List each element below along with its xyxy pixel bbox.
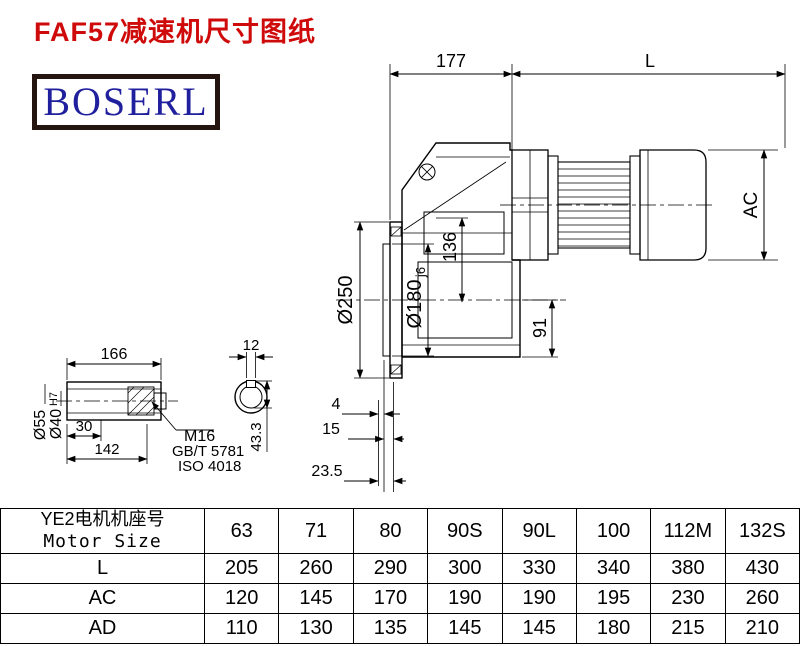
- column-header: 80: [352, 508, 429, 554]
- table-header-row: YE2电机机座号 Motor Size 63 71 80 90S 90L 100…: [0, 508, 800, 554]
- dim-43-3-label: 43.3: [248, 422, 265, 451]
- row-label: AD: [0, 613, 205, 644]
- table-cell: 170: [352, 583, 429, 614]
- dim-dia40-fit-label: H7: [48, 392, 60, 406]
- shaft-end-view: [229, 352, 273, 452]
- oil-plug-icon: [418, 163, 436, 181]
- dim-91-label: 91: [530, 318, 550, 338]
- table-row-L: L 205 260 290 300 330 340 380 430: [0, 553, 800, 584]
- motor-size-header: YE2电机机座号 Motor Size: [0, 508, 205, 554]
- column-header: 100: [575, 508, 652, 554]
- column-header: 63: [203, 508, 280, 554]
- table-row-AD: AD 110 130 135 145 145 180 215 210: [0, 613, 800, 644]
- dim-177-label: 177: [436, 51, 466, 71]
- table-cell: 130: [278, 613, 354, 644]
- page-title: FAF57减速机尺寸图纸: [34, 17, 317, 47]
- table-cell: 215: [650, 613, 726, 644]
- dim-12-label: 12: [243, 337, 260, 354]
- dim-flange-dia-label: Ø250: [335, 276, 357, 325]
- table-cell: 205: [203, 553, 280, 584]
- dim-l-label: L: [645, 51, 655, 71]
- dimension-table: YE2电机机座号 Motor Size 63 71 80 90S 90L 100…: [0, 508, 800, 644]
- motor-size-header-cn: YE2电机机座号: [40, 509, 165, 530]
- column-header: 90L: [501, 508, 577, 554]
- brand-logo: BOSERL: [32, 74, 220, 130]
- column-header: 71: [278, 508, 354, 554]
- table-cell: 290: [352, 553, 429, 584]
- table-cell: 190: [501, 583, 577, 614]
- table-cell: 145: [278, 583, 354, 614]
- dim-23-5-label: 23.5: [311, 463, 342, 480]
- table-cell: 145: [427, 613, 503, 644]
- table-cell: 195: [575, 583, 652, 614]
- motor-size-header-en: Motor Size: [43, 531, 162, 552]
- dim-dia40-label: Ø40: [48, 409, 65, 439]
- dim-spigot-dia-label: Ø180: [404, 280, 426, 329]
- table-cell: 135: [352, 613, 429, 644]
- thread-m16-label: M16: [184, 428, 215, 445]
- table-cell: 330: [501, 553, 577, 584]
- dim-flange-group: [354, 217, 558, 379]
- row-label: L: [0, 553, 205, 584]
- column-header: 132S: [724, 508, 800, 554]
- dim-ac-label: AC: [741, 192, 762, 218]
- technical-drawing: 177 L AC Ø250 Ø180 j6 136 91 4 15 23.5 1…: [32, 51, 786, 492]
- dim-136-label: 136: [440, 232, 460, 262]
- table-cell: 430: [724, 553, 800, 584]
- dim-spigot-fit-label: j6: [413, 267, 428, 278]
- dim-bottom-group: [342, 360, 406, 492]
- table-cell: 260: [724, 583, 800, 614]
- shaft-detail: [44, 352, 273, 464]
- table-cell: 120: [203, 583, 280, 614]
- output-flange: [382, 221, 403, 379]
- table-cell: 190: [427, 583, 503, 614]
- column-header: 90S: [427, 508, 503, 554]
- table-cell: 340: [575, 553, 652, 584]
- standard-iso-label: ISO 4018: [178, 458, 241, 475]
- dim-30-label: 30: [76, 418, 93, 435]
- main-view: [336, 64, 786, 492]
- table-cell: 210: [724, 613, 800, 644]
- table-cell: 110: [203, 613, 280, 644]
- dim-dia55-label: Ø55: [32, 410, 49, 440]
- standard-gb-label: GB/T 5781: [172, 443, 244, 460]
- dim-ac-group: [708, 149, 778, 261]
- table-cell: 230: [650, 583, 726, 614]
- brand-logo-text: BOSERL: [43, 79, 209, 124]
- table-cell: 380: [650, 553, 726, 584]
- column-header: 112M: [650, 508, 726, 554]
- table-cell: 300: [427, 553, 503, 584]
- row-label: AC: [0, 583, 205, 614]
- dim-166-label: 166: [101, 346, 128, 363]
- table-row-AC: AC 120 145 170 190 190 195 230 260: [0, 583, 800, 614]
- dim-top-group: [389, 64, 786, 220]
- dim-142-label: 142: [94, 441, 119, 458]
- table-cell: 260: [278, 553, 354, 584]
- gearbox-housing: [336, 142, 566, 358]
- dim-15-label: 15: [322, 421, 340, 438]
- dim-4-label: 4: [332, 396, 341, 413]
- table-cell: 180: [575, 613, 652, 644]
- motor-outline: [500, 149, 716, 261]
- table-cell: 145: [501, 613, 577, 644]
